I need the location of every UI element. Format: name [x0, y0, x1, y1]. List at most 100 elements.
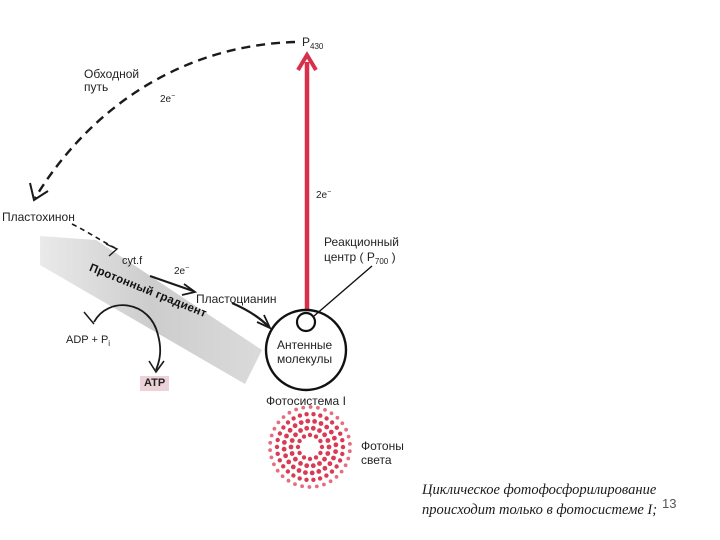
- plastocyanin-to-photosystem-arrow: [232, 303, 268, 326]
- photon-dot: [308, 485, 312, 489]
- photon-dot: [272, 462, 276, 466]
- photon-dot: [311, 426, 316, 431]
- photon-dot: [329, 479, 333, 483]
- photon-dot: [311, 412, 315, 416]
- photon-dot: [296, 445, 300, 449]
- slide-number: 13: [660, 496, 678, 511]
- photon-dot: [327, 445, 332, 450]
- photon-dot: [293, 457, 298, 462]
- photon-dot: [293, 423, 298, 428]
- photon-dot: [336, 416, 340, 420]
- photon-dot: [330, 469, 334, 473]
- plastoquinone-label: Пластохинон: [2, 211, 75, 224]
- photon-dot: [348, 449, 352, 453]
- photon-dot: [322, 457, 327, 462]
- photon-dot: [322, 432, 327, 437]
- photon-dot: [298, 428, 303, 433]
- photon-dot: [329, 430, 334, 435]
- photon-dot: [270, 434, 274, 438]
- photon-dot: [293, 432, 298, 437]
- photon-dot: [286, 469, 290, 473]
- photon-dot: [276, 469, 280, 473]
- photon-dot: [294, 408, 298, 412]
- photon-dot: [330, 411, 334, 415]
- bypass-path-arrow: [35, 42, 295, 198]
- photon-dot: [304, 426, 309, 431]
- photon-dot: [276, 438, 280, 442]
- photon-dot: [308, 457, 312, 461]
- photon-dot: [282, 415, 286, 419]
- photon-dot: [340, 470, 344, 474]
- photon-dot: [340, 438, 344, 442]
- photon-dot: [281, 425, 285, 429]
- photon-dot: [286, 420, 290, 424]
- photons-label: Фотоны света: [361, 439, 404, 467]
- photon-dot: [328, 461, 333, 466]
- photon-dot: [304, 463, 309, 468]
- photon-dot: [344, 428, 348, 432]
- photon-dot: [304, 478, 308, 482]
- photon-dot: [335, 475, 339, 479]
- reaction-center-circle: [297, 313, 315, 331]
- photon-dot: [281, 474, 285, 478]
- plastocyanin-label: Пластоцианин: [196, 293, 277, 306]
- photon-dot: [335, 426, 339, 430]
- bypass-electrons-label: 2e−: [160, 90, 175, 106]
- photon-dot: [340, 421, 344, 425]
- photon-dot: [308, 433, 312, 437]
- photon-dot: [332, 436, 337, 441]
- photon-dot: [311, 478, 315, 482]
- photon-dot: [334, 442, 339, 447]
- photon-dot: [291, 473, 295, 477]
- photon-dot: [333, 449, 338, 454]
- photon-dot: [311, 463, 316, 468]
- photon-dot: [288, 411, 292, 415]
- photon-dot: [298, 461, 303, 466]
- photon-dot: [278, 458, 282, 462]
- photon-dot: [282, 447, 287, 452]
- photon-dot: [341, 445, 345, 449]
- photon-dot: [317, 428, 322, 433]
- photon-dot: [268, 448, 272, 452]
- photon-dot: [281, 464, 285, 468]
- photon-dot: [303, 470, 308, 475]
- photon-dot: [276, 452, 280, 456]
- photon-dot: [300, 484, 304, 488]
- photon-dot: [319, 421, 324, 426]
- bypass-label: Обходной путь: [84, 68, 139, 94]
- photon-dot: [287, 479, 291, 483]
- photon-dot: [344, 463, 348, 467]
- photon-dot: [317, 461, 322, 466]
- photon-dot: [298, 413, 302, 417]
- photon-dot: [286, 460, 291, 465]
- photon-dot: [324, 416, 328, 420]
- photon-dot: [297, 439, 301, 443]
- photon-dot: [318, 413, 322, 417]
- reaction-center-label: Реакционный центр ( P700 ): [324, 235, 399, 269]
- photon-dot: [322, 483, 326, 487]
- photon-dot: [314, 434, 318, 438]
- photon-dot: [299, 420, 304, 425]
- antenna-label: Антенные молекулы: [277, 338, 332, 366]
- photon-dot: [289, 445, 294, 450]
- photon-dot: [347, 435, 351, 439]
- photon-dot: [273, 427, 277, 431]
- photon-dot: [338, 432, 342, 436]
- photon-dot: [302, 455, 306, 459]
- photon-dot: [318, 439, 322, 443]
- photon-dot: [312, 419, 317, 424]
- photon-dot: [323, 408, 327, 412]
- reaction-center-pointer: [314, 266, 372, 316]
- photon-dot: [288, 428, 293, 433]
- vertical-electrons-label: 2e−: [316, 186, 331, 202]
- cytf-electrons-label: 2e−: [174, 262, 189, 278]
- photon-dot: [298, 476, 302, 480]
- adp-label: ADP + Pi: [66, 334, 110, 350]
- photon-dot: [290, 438, 295, 443]
- photon-dot: [324, 473, 328, 477]
- photon-dot: [302, 434, 306, 438]
- photon-dot: [318, 476, 322, 480]
- photon-dot: [283, 453, 288, 458]
- photon-dot: [275, 445, 279, 449]
- photon-dot: [325, 451, 330, 456]
